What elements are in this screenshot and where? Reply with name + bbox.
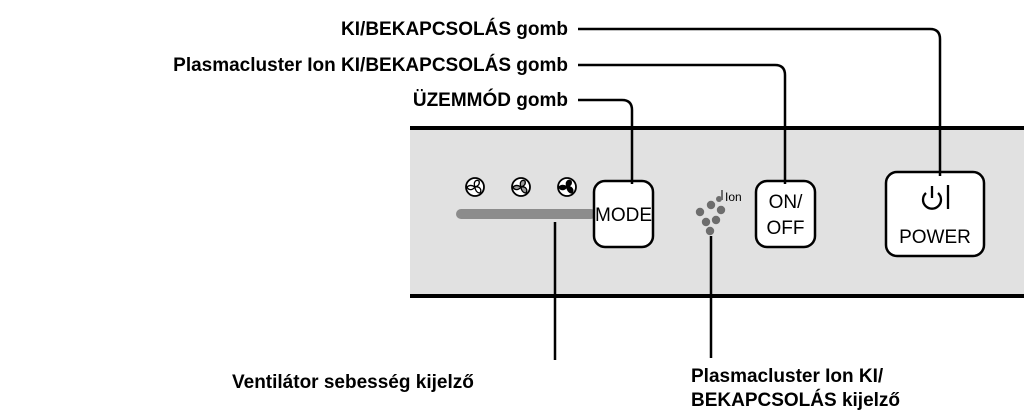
onoff-label-line1: ON/ — [769, 192, 804, 213]
callout-ion-indicator-line1: Plasmacluster Ion KI/ — [691, 366, 884, 387]
mode-button[interactable]: MODE — [592, 179, 655, 249]
callout-fan-speed: Ventilátor sebesség kijelző — [232, 372, 474, 393]
fan-low-icon — [465, 177, 485, 197]
leader-ion-button — [578, 63, 787, 184]
callout-power-button: KI/BEKAPCSOLÁS gomb — [341, 18, 568, 40]
mode-button-label: MODE — [595, 205, 652, 226]
plasmacluster-ion-icon — [695, 196, 726, 236]
callout-mode-button: ÜZEMMÓD gomb — [413, 89, 568, 111]
fan-medium-icon — [511, 177, 531, 197]
leader-power — [578, 27, 942, 176]
ion-indicator-tick — [721, 190, 723, 200]
ion-onoff-button[interactable]: ON/ OFF — [754, 179, 817, 249]
power-symbol-icon — [921, 185, 950, 210]
ion-label: Ion — [725, 190, 742, 204]
plasmacluster-ion-indicator: Ion — [695, 190, 742, 236]
fan-high-icon — [557, 177, 577, 197]
fan-speed-indicator — [456, 177, 596, 219]
power-button[interactable]: POWER — [884, 170, 986, 258]
leader-mode — [578, 98, 634, 184]
power-button-label: POWER — [899, 227, 971, 248]
fan-speed-bar — [456, 209, 596, 219]
leader-lines — [553, 27, 942, 360]
callout-ion-button: Plasmacluster Ion KI/BEKAPCSOLÁS gomb — [173, 54, 568, 76]
callout-ion-indicator-line2: BEKAPCSOLÁS kijelző — [691, 389, 900, 411]
onoff-label-line2: OFF — [767, 218, 805, 239]
